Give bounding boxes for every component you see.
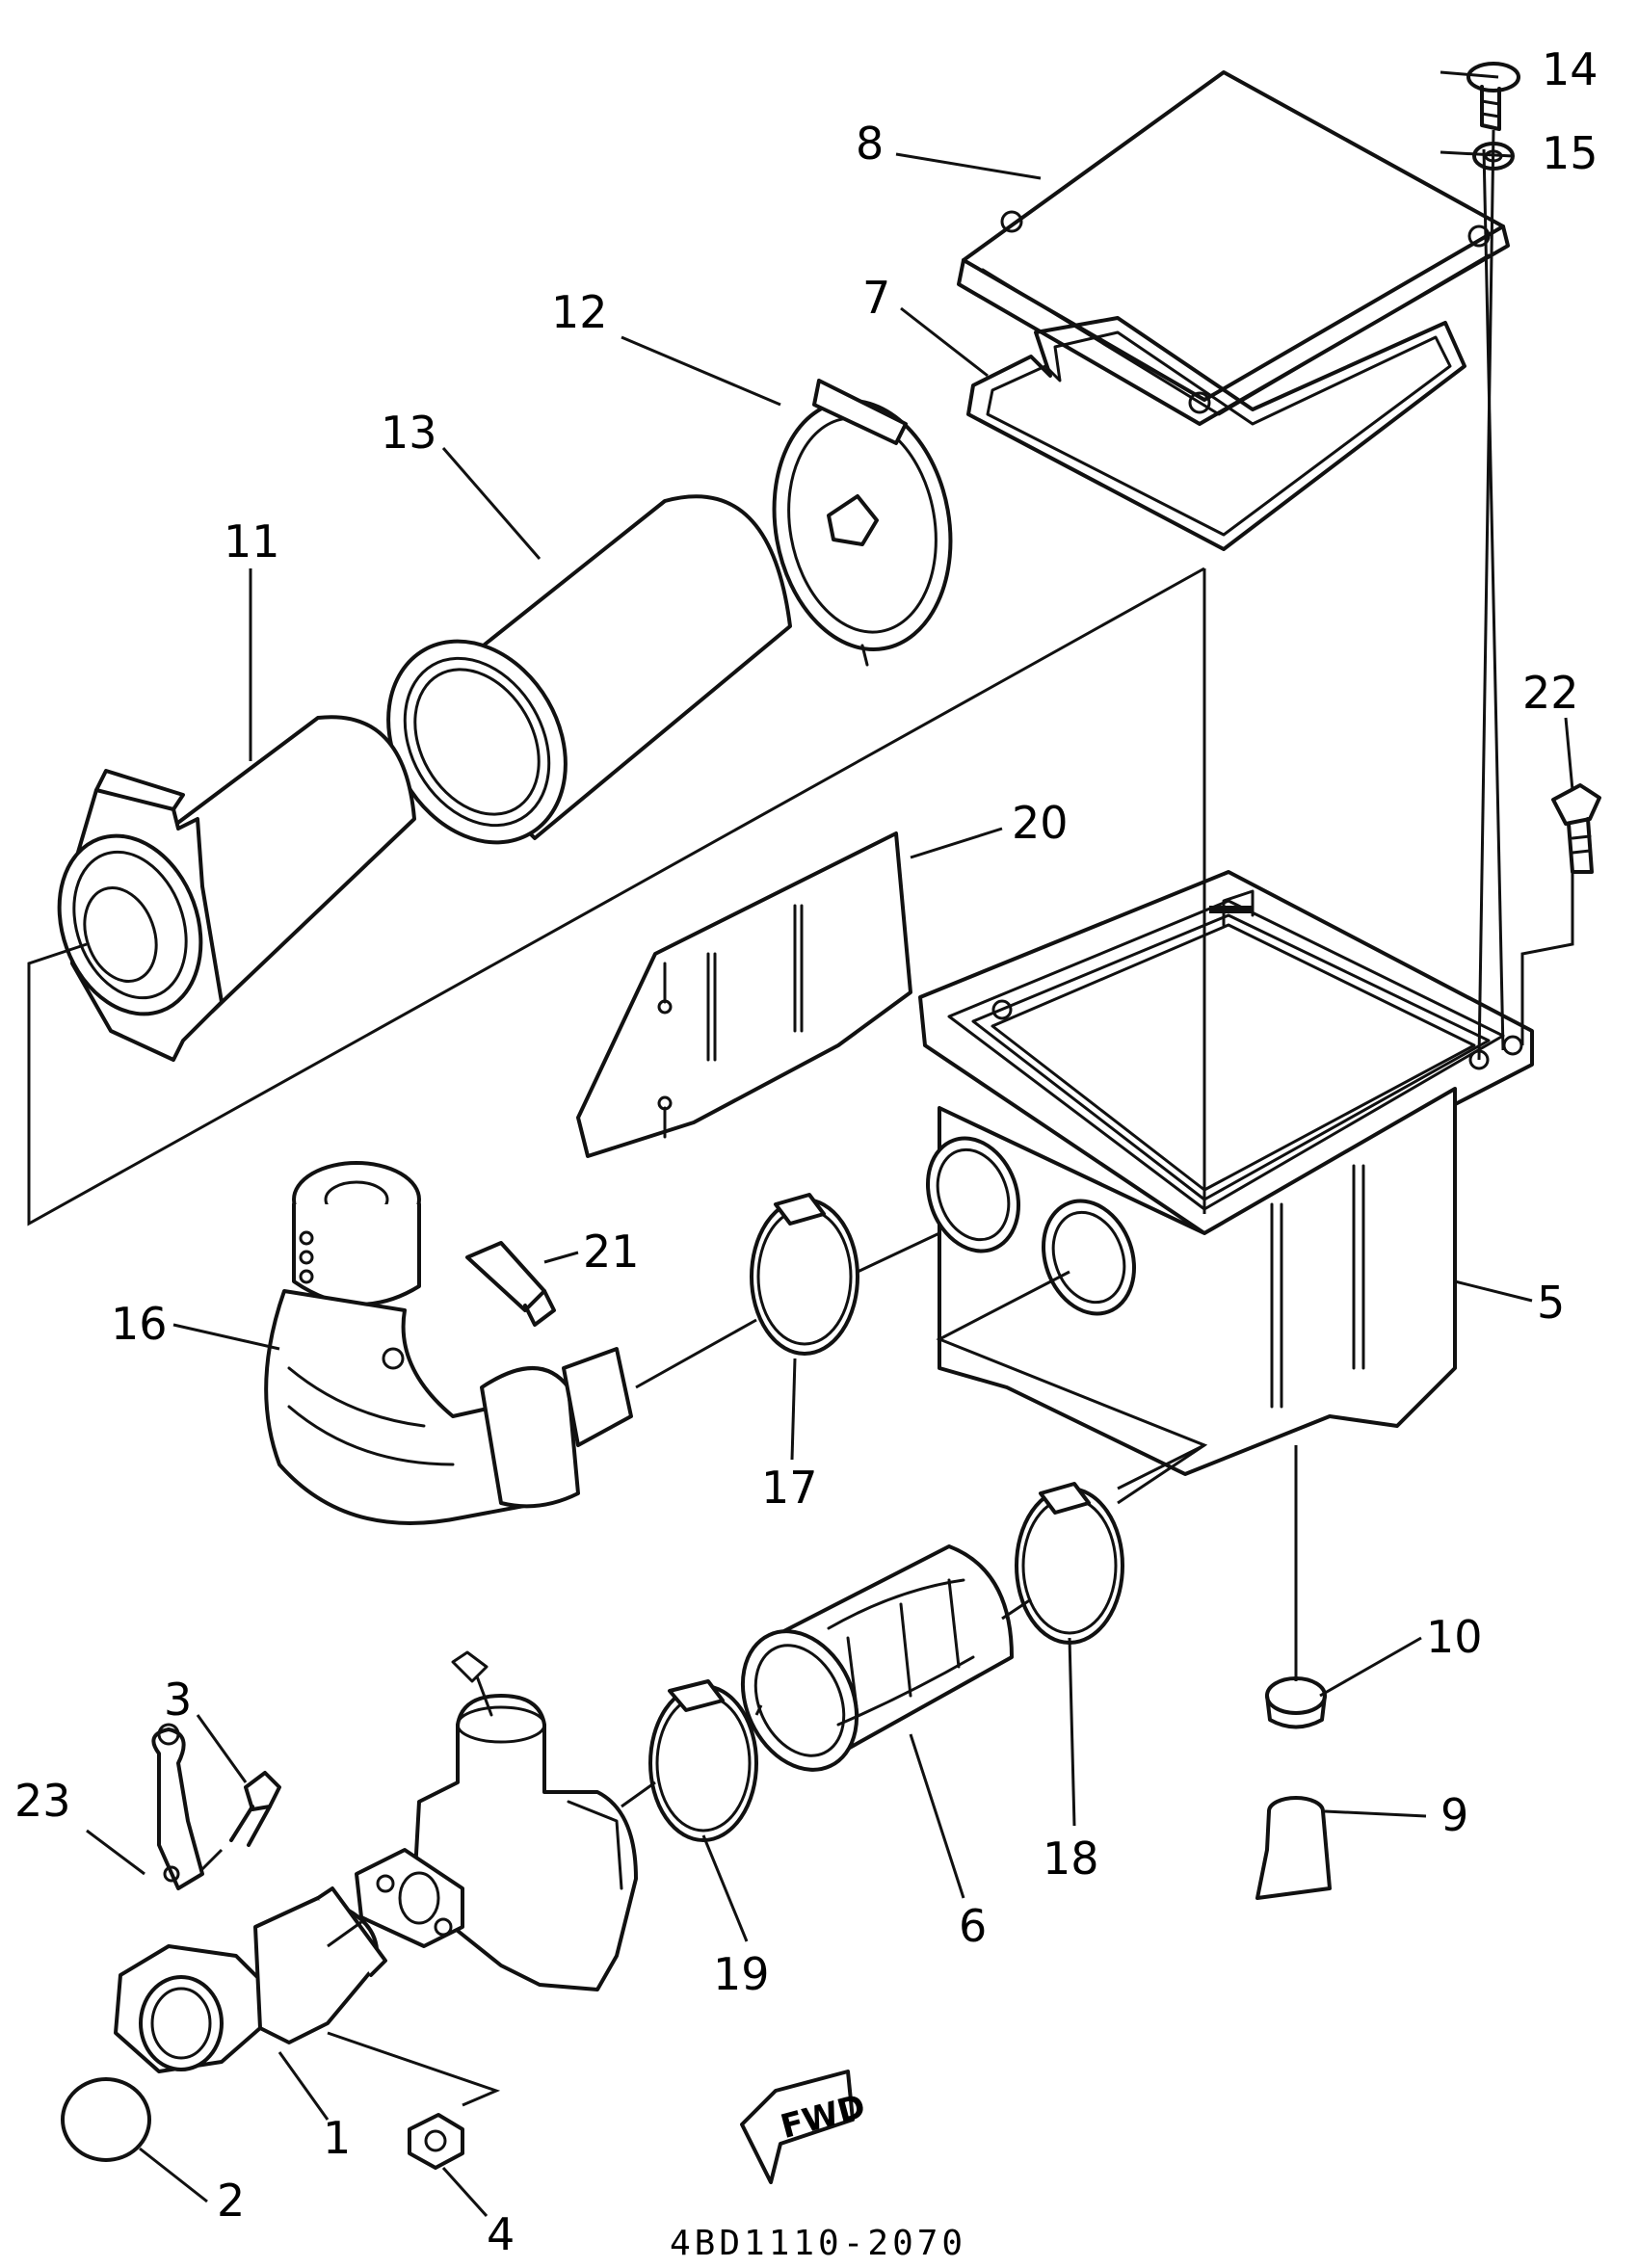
callout-19: 19 xyxy=(713,1948,770,2000)
callout-11: 11 xyxy=(224,515,280,567)
part-10-clip xyxy=(1265,1676,1327,1729)
part-number-code: 4BD1110-2070 xyxy=(670,2224,966,2263)
callout-4: 4 xyxy=(487,2208,515,2260)
part-23-bracket xyxy=(151,1723,204,1890)
part-22-bolt xyxy=(1551,783,1601,874)
callout-23: 23 xyxy=(14,1775,71,1827)
part-5-air-box xyxy=(918,870,1534,1476)
part-2-cap xyxy=(61,2077,151,2162)
callout-5: 5 xyxy=(1537,1277,1565,1329)
part-8-cap xyxy=(957,70,1510,426)
part-20-plate xyxy=(576,831,912,1158)
callout-10: 10 xyxy=(1426,1611,1483,1663)
part-9-drain-plug xyxy=(1255,1796,1332,1900)
leader-lines xyxy=(86,70,1574,2218)
callout-20: 20 xyxy=(1012,797,1069,849)
callout-15: 15 xyxy=(1542,127,1598,179)
callout-22: 22 xyxy=(1522,667,1579,719)
callout-9: 9 xyxy=(1440,1789,1468,1841)
callout-14: 14 xyxy=(1542,43,1598,95)
carburetor xyxy=(355,1650,638,1991)
part-4-nut xyxy=(408,2113,464,2170)
part-16-intake-duct xyxy=(264,1161,633,1525)
fwd-direction-arrow: FWD xyxy=(740,2070,869,2184)
callout-21: 21 xyxy=(583,1226,640,1278)
callout-3: 3 xyxy=(164,1674,192,1726)
part-11-element-with-flange xyxy=(57,715,416,1062)
part-6-joint xyxy=(740,1544,1014,1772)
callout-16: 16 xyxy=(111,1298,168,1350)
part-21-hose xyxy=(465,1241,556,1327)
part-17-clamp xyxy=(750,1193,859,1356)
callout-12: 12 xyxy=(551,286,608,338)
callout-labels: 1 2 3 4 5 6 7 8 9 10 11 12 13 14 15 16 1… xyxy=(14,43,1598,2260)
part-19-clamp xyxy=(648,1679,758,1842)
part-18-clamp xyxy=(1015,1482,1124,1645)
callout-7: 7 xyxy=(862,272,890,324)
callout-17: 17 xyxy=(761,1462,818,1514)
callout-6: 6 xyxy=(959,1900,987,1952)
part-1-manifold xyxy=(114,1886,387,2073)
callout-8: 8 xyxy=(856,118,884,170)
part-13-filter-element xyxy=(386,494,792,845)
part-7-gasket xyxy=(966,316,1466,551)
callout-2: 2 xyxy=(217,2175,245,2227)
callout-13: 13 xyxy=(381,407,437,459)
callout-1: 1 xyxy=(323,2112,351,2164)
part-12-end-plate xyxy=(772,379,953,667)
part-3-screw xyxy=(229,1771,281,1847)
part-14-screw xyxy=(1466,62,1520,131)
callout-18: 18 xyxy=(1043,1833,1099,1885)
